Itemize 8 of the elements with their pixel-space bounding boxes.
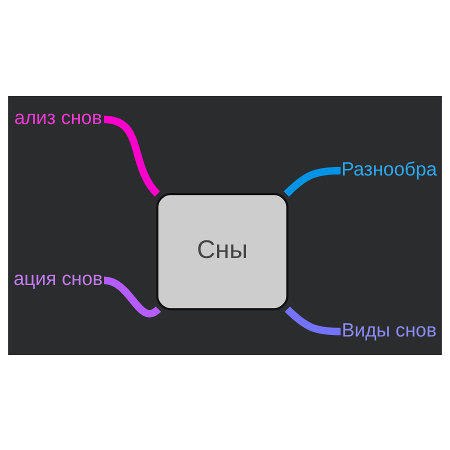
node-text: Разнообра [341, 158, 437, 180]
node-box: Сны [156, 192, 288, 310]
connector [284, 306, 341, 335]
node-text: ализ снов [14, 108, 102, 129]
node-text: Виды снов [342, 320, 437, 341]
connector [284, 166, 341, 196]
connector [103, 276, 161, 317]
node-text: ация снов [14, 268, 103, 290]
